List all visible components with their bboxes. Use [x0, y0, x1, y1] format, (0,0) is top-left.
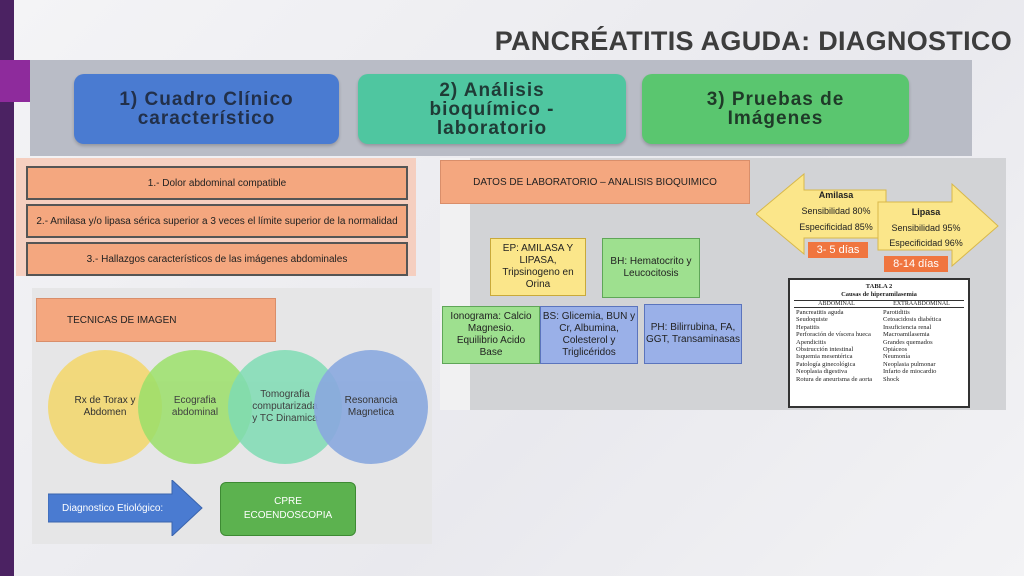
card-line: PH: Bilirrubina, FA,	[650, 322, 736, 333]
circle-resonancia: Resonancia Magnetica	[314, 350, 428, 464]
circle-tomografia: Tomografia computarizada y TC Dinamica	[228, 350, 342, 464]
card-line: EP: AMILASA Y	[502, 243, 574, 254]
table-col-abdominal: Pancreatitis aguda Seudoquiste Hepatitis…	[796, 309, 875, 383]
box-line: 2) Análisis	[439, 79, 545, 101]
circle-line: y TC Dinamica	[252, 413, 318, 424]
amilasa-title: Amilasa	[818, 190, 854, 200]
table-cell: Macroamilasemia	[883, 331, 930, 339]
card-ionograma: Ionograma: Calcio Magnesio. Equilibrio A…	[442, 306, 540, 364]
card-line: Magnesio.	[467, 323, 515, 334]
table-cell: Parotiditis	[883, 309, 910, 316]
table-cell: Perforación de víscera hueca	[796, 331, 871, 339]
card-line: Ionograma: Calcio	[450, 311, 532, 322]
table-cell: Grandes quemados	[883, 338, 933, 346]
circle-line: Ecografia	[173, 395, 217, 406]
table-subtitle: Causas de hiperamilasemia	[841, 291, 917, 298]
card-line: Cr, Albumina,	[559, 323, 619, 334]
box-analisis-bioquimico: 2) Análisis bioquímico - laboratorio	[358, 74, 626, 144]
card-line: Equilibrio Acido	[456, 335, 526, 346]
etiologic-arrow-icon	[48, 480, 203, 536]
slide-title: PANCRÉATITIS AGUDA: DIAGNOSTICO	[494, 26, 1012, 56]
cpre-line: ECOENDOSCOPIA	[243, 510, 333, 521]
card-line: Tripsinogeno en	[502, 267, 574, 278]
table-cell: Seudoquiste	[796, 316, 828, 324]
circle-line: Resonancia	[344, 395, 398, 406]
card-ep: EP: AMILASA Y LIPASA, Tripsinogeno en Or…	[490, 238, 586, 296]
circle-line: abdominal	[171, 407, 219, 418]
cpre-line: CPRE	[274, 496, 302, 507]
enzyme-arrows	[756, 172, 999, 268]
amilasa-sens: Sensibilidad 80%	[801, 206, 871, 216]
table-cell: Neoplasia pulmonar	[883, 360, 936, 368]
table-col-header: ABDOMINAL	[818, 301, 855, 307]
criterion-1: 1.- Dolor abdominal compatible	[26, 166, 408, 200]
table-cell: Rotura de aneurisma de aorta	[796, 375, 873, 383]
lipasa-title: Lipasa	[911, 207, 941, 217]
box-line: 3) Pruebas de	[706, 89, 845, 110]
table-col-header: EXTRAABDOMINAL	[893, 301, 950, 307]
table-cell: Apendicitis	[796, 338, 826, 346]
circle-line: Rx de Torax y	[74, 395, 136, 406]
circle-line: Tomografia	[260, 389, 310, 400]
table-cell: Opiáceos	[883, 346, 908, 354]
table-col-extra: Parotiditis Cetoacidosis diabética Insuf…	[875, 309, 962, 383]
amilasa-days: 3- 5 días	[808, 242, 868, 258]
table-cell: Pancreatitis aguda	[796, 309, 844, 316]
card-line: BH: Hematocrito y	[610, 256, 692, 267]
box-line: 1) Cuadro Clínico	[119, 89, 294, 110]
box-line: bioquímico -	[429, 98, 555, 120]
card-bs: BS: Glicemia, BUN y Cr, Albumina, Colest…	[540, 306, 638, 364]
cpre-box: CPRE ECOENDOSCOPIA	[220, 482, 356, 536]
amilasa-spec: Especificidad 85%	[799, 222, 873, 232]
criterion-3: 3.- Hallazgos característicos de las imá…	[26, 242, 408, 276]
box-line: laboratorio	[436, 117, 548, 139]
table-cell: Shock	[883, 375, 900, 383]
card-line: LIPASA,	[519, 255, 557, 266]
imaging-header: TECNICAS DE IMAGEN	[36, 298, 276, 342]
criterion-2: 2.- Amilasa y/o lipasa sérica superior a…	[26, 204, 408, 238]
table-cell: Isquemia mesentérica	[796, 353, 853, 361]
lipasa-days: 8-14 días	[884, 256, 948, 272]
card-line: Orina	[525, 279, 551, 290]
table-cell: Patología ginecológica	[796, 360, 856, 368]
circle-line: Magnetica	[347, 407, 395, 418]
table-cell: Insuficiencia renal	[883, 323, 932, 331]
lipasa-arrow-shape	[877, 182, 999, 268]
table-cell: Hepatitis	[796, 323, 820, 331]
card-line: BS: Glicemia, BUN y	[542, 311, 636, 322]
box-line: Imágenes	[727, 108, 824, 129]
card-bh: BH: Hematocrito y Leucocitosis	[602, 238, 700, 298]
table-title: TABLA 2	[865, 283, 893, 290]
card-line: Base	[479, 347, 503, 358]
table-cell: Obstrucción intestinal	[796, 346, 854, 354]
box-pruebas-imagenes: 3) Pruebas de Imágenes	[642, 74, 909, 144]
box-cuadro-clinico: 1) Cuadro Clínico característico	[74, 74, 339, 144]
lipasa-spec: Especificidad 96%	[889, 238, 963, 248]
table-cell: Neumonía	[883, 353, 911, 361]
circle-line: Abdomen	[83, 407, 127, 418]
table-cell: Neoplasia digestiva	[796, 368, 848, 376]
left-accent-strip	[0, 0, 14, 576]
table-cell: Infarto de miocardio	[883, 368, 937, 376]
lipasa-sens: Sensibilidad 95%	[891, 223, 961, 233]
card-line: GGT, Transaminasas	[646, 334, 740, 345]
table-cell: Cetoacidosis diabética	[883, 316, 942, 324]
left-accent-tab	[0, 60, 30, 102]
card-ph: PH: Bilirrubina, FA, GGT, Transaminasas	[644, 304, 742, 364]
hiperamilasemia-table: TABLA 2 Causas de hiperamilasemia ABDOMI…	[788, 278, 970, 408]
card-line: Triglicéridos	[562, 347, 616, 358]
box-line: característico	[137, 108, 276, 129]
circle-line: computarizada	[252, 401, 318, 412]
card-line: Leucocitosis	[623, 268, 679, 279]
lab-header: DATOS DE LABORATORIO – ANALISIS BIOQUIMI…	[440, 160, 750, 204]
card-line: Colesterol y	[562, 335, 616, 346]
etiologic-label: Diagnostico Etiológico:	[62, 502, 164, 514]
